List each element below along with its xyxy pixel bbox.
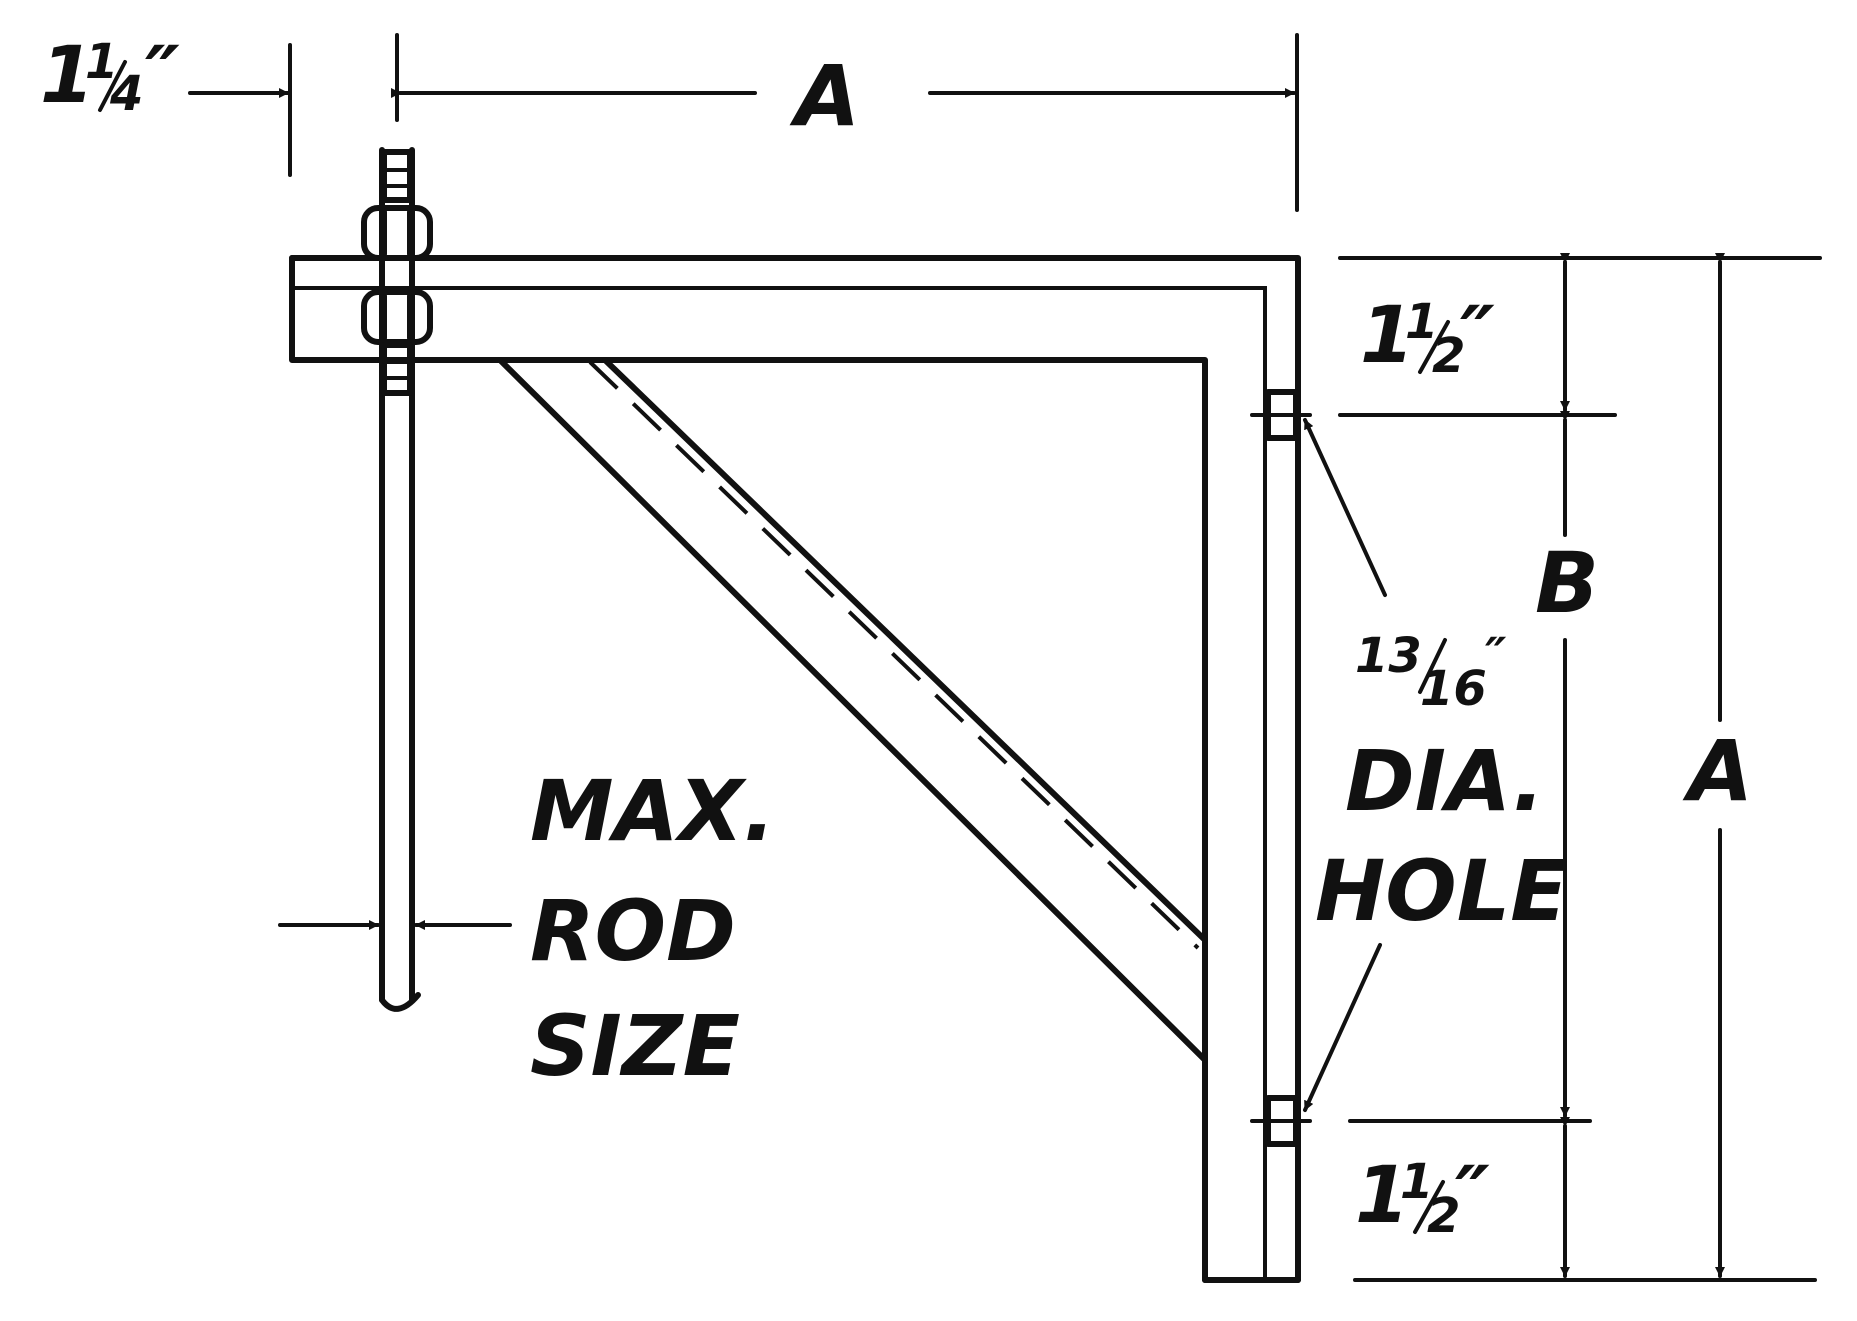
dimension-b-label: B bbox=[1535, 534, 1599, 632]
offset-dimension-label: 1 1 4 ″ bbox=[40, 31, 180, 122]
lower-edge-distance-label: 1 1 2 ″ bbox=[1355, 1151, 1490, 1244]
offset-whole: 1 bbox=[40, 31, 94, 121]
rod-label-line1: MAX. bbox=[530, 762, 775, 860]
upper-edge-whole: 1 bbox=[1360, 291, 1414, 381]
hole-label-line2: HOLE bbox=[1315, 842, 1568, 940]
rod-nut-top bbox=[361, 149, 433, 396]
lower-edge-numerator: 1 bbox=[1400, 1154, 1433, 1210]
rod-label-line2: ROD bbox=[530, 882, 736, 980]
upper-hole bbox=[1250, 389, 1312, 441]
hole-size-label: 13 16 ″ DIA. HOLE bbox=[1315, 628, 1568, 940]
offset-denominator: 4 bbox=[109, 66, 143, 122]
lower-edge-whole: 1 bbox=[1355, 1151, 1409, 1241]
bracket-diagonal-brace bbox=[497, 357, 1208, 1063]
bracket-top-arm bbox=[289, 255, 1301, 1283]
lower-edge-unit: ″ bbox=[1455, 1151, 1490, 1241]
dimension-a-right-label: A bbox=[1682, 722, 1753, 820]
dimension-a-horizontal bbox=[188, 33, 1299, 212]
offset-numerator: 1 bbox=[85, 34, 118, 90]
rod-size-label: MAX. ROD SIZE bbox=[530, 762, 775, 1095]
upper-edge-unit: ″ bbox=[1460, 291, 1495, 381]
upper-edge-numerator: 1 bbox=[1405, 294, 1438, 350]
hole-leader-upper bbox=[1303, 418, 1387, 597]
dimension-right-extension-lines bbox=[1338, 256, 1822, 1282]
hole-leader-lower bbox=[1303, 943, 1382, 1112]
lower-hole bbox=[1250, 1095, 1312, 1147]
offset-unit: ″ bbox=[145, 31, 180, 121]
hole-label-line1: DIA. bbox=[1345, 732, 1544, 830]
dimension-a-top-label: A bbox=[789, 47, 860, 145]
hole-denominator: 16 bbox=[1420, 661, 1487, 717]
hanger-rod bbox=[379, 147, 421, 1012]
upper-edge-distance-label: 1 1 2 ″ bbox=[1360, 291, 1495, 384]
hole-numerator: 13 bbox=[1355, 628, 1422, 684]
hole-unit: ″ bbox=[1485, 628, 1507, 684]
rod-label-line3: SIZE bbox=[530, 997, 740, 1095]
